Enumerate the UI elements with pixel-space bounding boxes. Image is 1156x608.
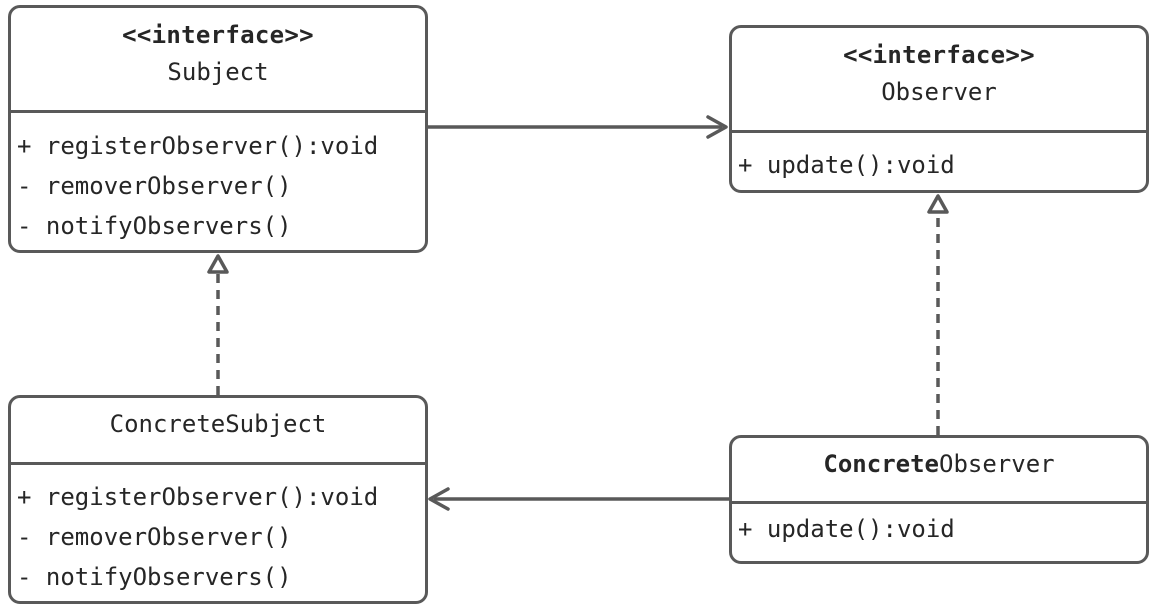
observer-header: <<interface>> Observer: [732, 28, 1146, 133]
subject-method-notify: - notifyObservers(): [17, 212, 292, 240]
observer-interface-box: <<interface>> Observer + update():void: [729, 25, 1149, 193]
concrete-subject-methods: + registerObserver():void - removerObser…: [11, 465, 425, 597]
concrete-observer-methods: + update():void: [732, 504, 1146, 549]
subject-header: <<interface>> Subject: [11, 8, 425, 113]
concrete-subject-method-remove: - removerObserver(): [17, 523, 292, 551]
association-concrete-observer-to-concrete-subject-arrowhead: [428, 487, 450, 511]
concrete-subject-method-register: + registerObserver():void: [17, 483, 379, 511]
concrete-subject-box: ConcreteSubject + registerObserver():voi…: [8, 395, 428, 604]
concrete-subject-header: ConcreteSubject: [11, 398, 425, 465]
concrete-observer-method-update: + update():void: [738, 515, 955, 543]
association-subject-to-observer-arrowhead: [706, 115, 728, 139]
concrete-observer-header: ConcreteObserver: [732, 438, 1146, 504]
subject-method-remove: - removerObserver(): [17, 172, 292, 200]
observer-methods: + update():void: [732, 133, 1146, 185]
concrete-observer-name-regular: Observer: [939, 450, 1055, 478]
concrete-observer-class-name: ConcreteObserver: [732, 448, 1146, 480]
observer-class-name: Observer: [881, 78, 997, 107]
observer-stereotype: <<interface>>: [843, 41, 1035, 69]
observer-method-update: + update():void: [738, 151, 955, 179]
concrete-observer-name-bold: Concrete: [823, 450, 939, 478]
subject-interface-box: <<interface>> Subject + registerObserver…: [8, 5, 428, 253]
subject-method-register: + registerObserver():void: [17, 132, 379, 160]
realization-concrete-observer-to-observer-arrowhead: [927, 194, 949, 214]
subject-stereotype: <<interface>>: [122, 21, 314, 49]
realization-concrete-subject-to-subject-arrowhead: [207, 254, 229, 274]
concrete-subject-method-notify: - notifyObservers(): [17, 563, 292, 591]
concrete-subject-class-name: ConcreteSubject: [109, 410, 327, 438]
subject-class-name: Subject: [167, 58, 269, 87]
subject-methods: + registerObserver():void - removerObser…: [11, 113, 425, 246]
concrete-observer-box: ConcreteObserver + update():void: [729, 435, 1149, 564]
